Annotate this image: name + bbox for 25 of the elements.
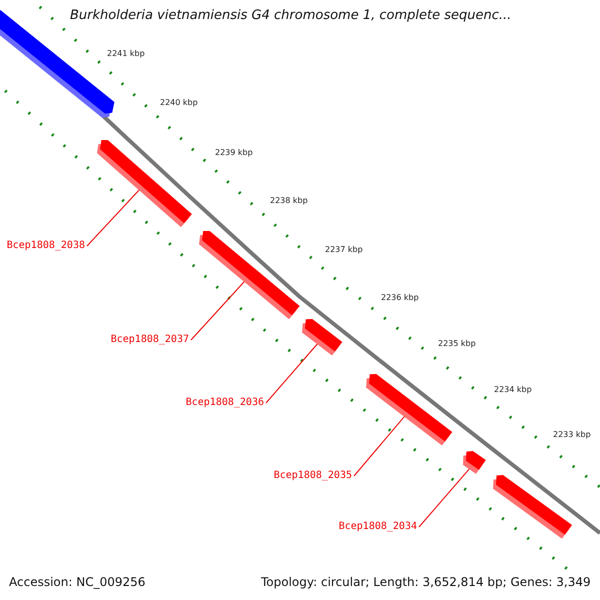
scale-label: 2241 kbp bbox=[107, 49, 145, 59]
gene-label: Bcep1808_2034 bbox=[338, 521, 417, 533]
footer-text: Topology: circular; Length: 3,652,814 bp; Genes: 3,349 bbox=[261, 575, 591, 589]
scale-label: 2236 kbp bbox=[381, 293, 419, 303]
gene-label: Bcep1808_2037 bbox=[110, 334, 189, 346]
leader-line bbox=[86, 188, 142, 246]
gene-bar bbox=[462, 451, 486, 474]
leader-line bbox=[266, 342, 320, 404]
gene-bar bbox=[366, 374, 453, 446]
scale-label: 2240 kbp bbox=[160, 98, 198, 108]
title: Burkholderia vietnamiensis G4 chromosome 1, complete sequenc... bbox=[70, 8, 512, 23]
gene-label: Bcep1808_2036 bbox=[186, 397, 264, 409]
gene-bar bbox=[302, 319, 343, 356]
scale-label: 2233 kbp bbox=[553, 430, 591, 440]
scale-label: 2234 kbp bbox=[494, 385, 532, 395]
leader-line bbox=[190, 280, 246, 340]
gene-label: Bcep1808_2038 bbox=[6, 240, 85, 252]
scale-label: 2237 kbp bbox=[325, 245, 363, 255]
gene-bar bbox=[493, 475, 572, 539]
gene-label: Bcep1808_2035 bbox=[274, 470, 352, 482]
gene-bar bbox=[97, 140, 192, 228]
gene-bar bbox=[199, 231, 300, 320]
footer-text: Accession: NC_009256 bbox=[9, 575, 146, 589]
leader-line bbox=[354, 414, 406, 476]
leader-line bbox=[418, 466, 472, 528]
